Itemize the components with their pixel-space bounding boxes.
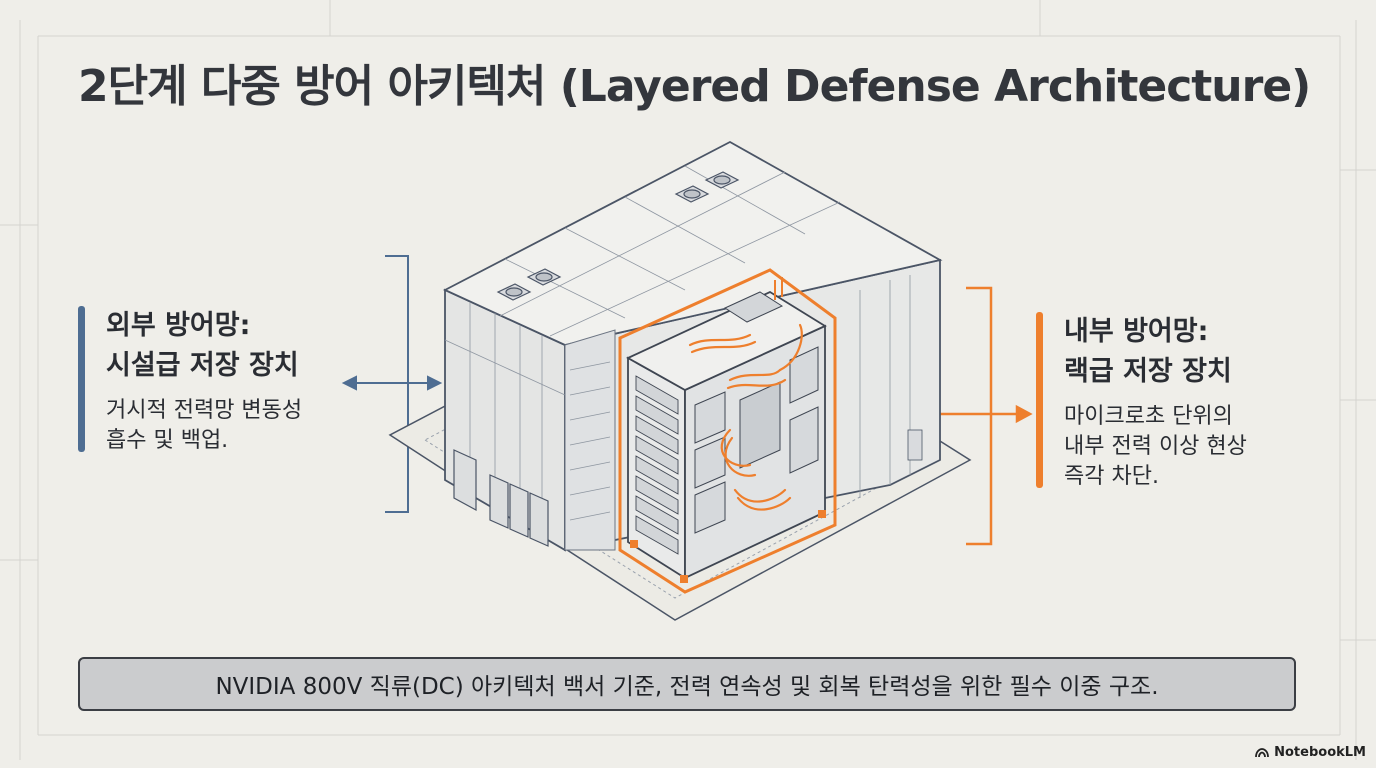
rack-battery-modules (694, 346, 819, 534)
facility-storage-racks (564, 329, 616, 551)
inner-accent-bar (1036, 312, 1043, 488)
page-title: 2단계 다중 방어 아키텍처 (Layered Defense Architec… (78, 61, 1311, 112)
rack-power-cables (688, 323, 803, 511)
rack-server-units (635, 375, 679, 555)
outer-desc-line2: 흡수 및 백업. (106, 428, 229, 453)
outer-defense-description: 거시적 전력망 변동성 흡수 및 백업. (106, 396, 302, 456)
roof-vents (496, 171, 740, 301)
inner-heading-line1: 내부 방어망: (1064, 316, 1209, 347)
outer-defense-block: 외부 방어망: 시설급 저장 장치 거시적 전력망 변동성 흡수 및 백업. (78, 306, 302, 456)
notebooklm-logo-icon (1255, 747, 1270, 757)
outer-heading-line1: 외부 방어망: (106, 310, 251, 341)
bidirectional-arrow-icon (341, 375, 443, 391)
footer-note: NVIDIA 800V 직류(DC) 아키텍처 백서 기준, 전력 연속성 및 … (215, 674, 1159, 700)
outer-desc-line1: 거시적 전력망 변동성 (106, 398, 303, 423)
outer-defense-heading: 외부 방어망: 시설급 저장 장치 (106, 306, 302, 386)
brand-name: NotebookLM (1274, 745, 1366, 760)
footer-note-box: NVIDIA 800V 직류(DC) 아키텍처 백서 기준, 전력 연속성 및 … (78, 657, 1296, 711)
outer-accent-bar (78, 306, 85, 452)
inner-desc-line2: 내부 전력 이상 현상 (1064, 434, 1247, 459)
inner-defense-block: 내부 방어망: 랙급 저장 장치 마이크로초 단위의 내부 전력 이상 현상 즉… (1036, 312, 1247, 492)
facility-illustration (388, 140, 972, 621)
inner-heading-line2: 랙급 저장 장치 (1064, 356, 1232, 387)
inner-defense-heading: 내부 방어망: 랙급 저장 장치 (1064, 312, 1247, 392)
inner-bracket (966, 286, 993, 546)
inner-desc-line3: 즉각 차단. (1064, 464, 1159, 489)
brand-watermark: NotebookLM (1255, 745, 1366, 760)
rack-top-module (723, 291, 784, 323)
building-roof (442, 140, 943, 346)
electrical-cabinets (453, 449, 549, 547)
outer-heading-line2: 시설급 저장 장치 (106, 350, 299, 381)
rack-outline-glow (618, 268, 837, 594)
inner-desc-line1: 마이크로초 단위의 (1064, 404, 1233, 429)
inner-defense-description: 마이크로초 단위의 내부 전력 이상 현상 즉각 차단. (1064, 402, 1247, 492)
